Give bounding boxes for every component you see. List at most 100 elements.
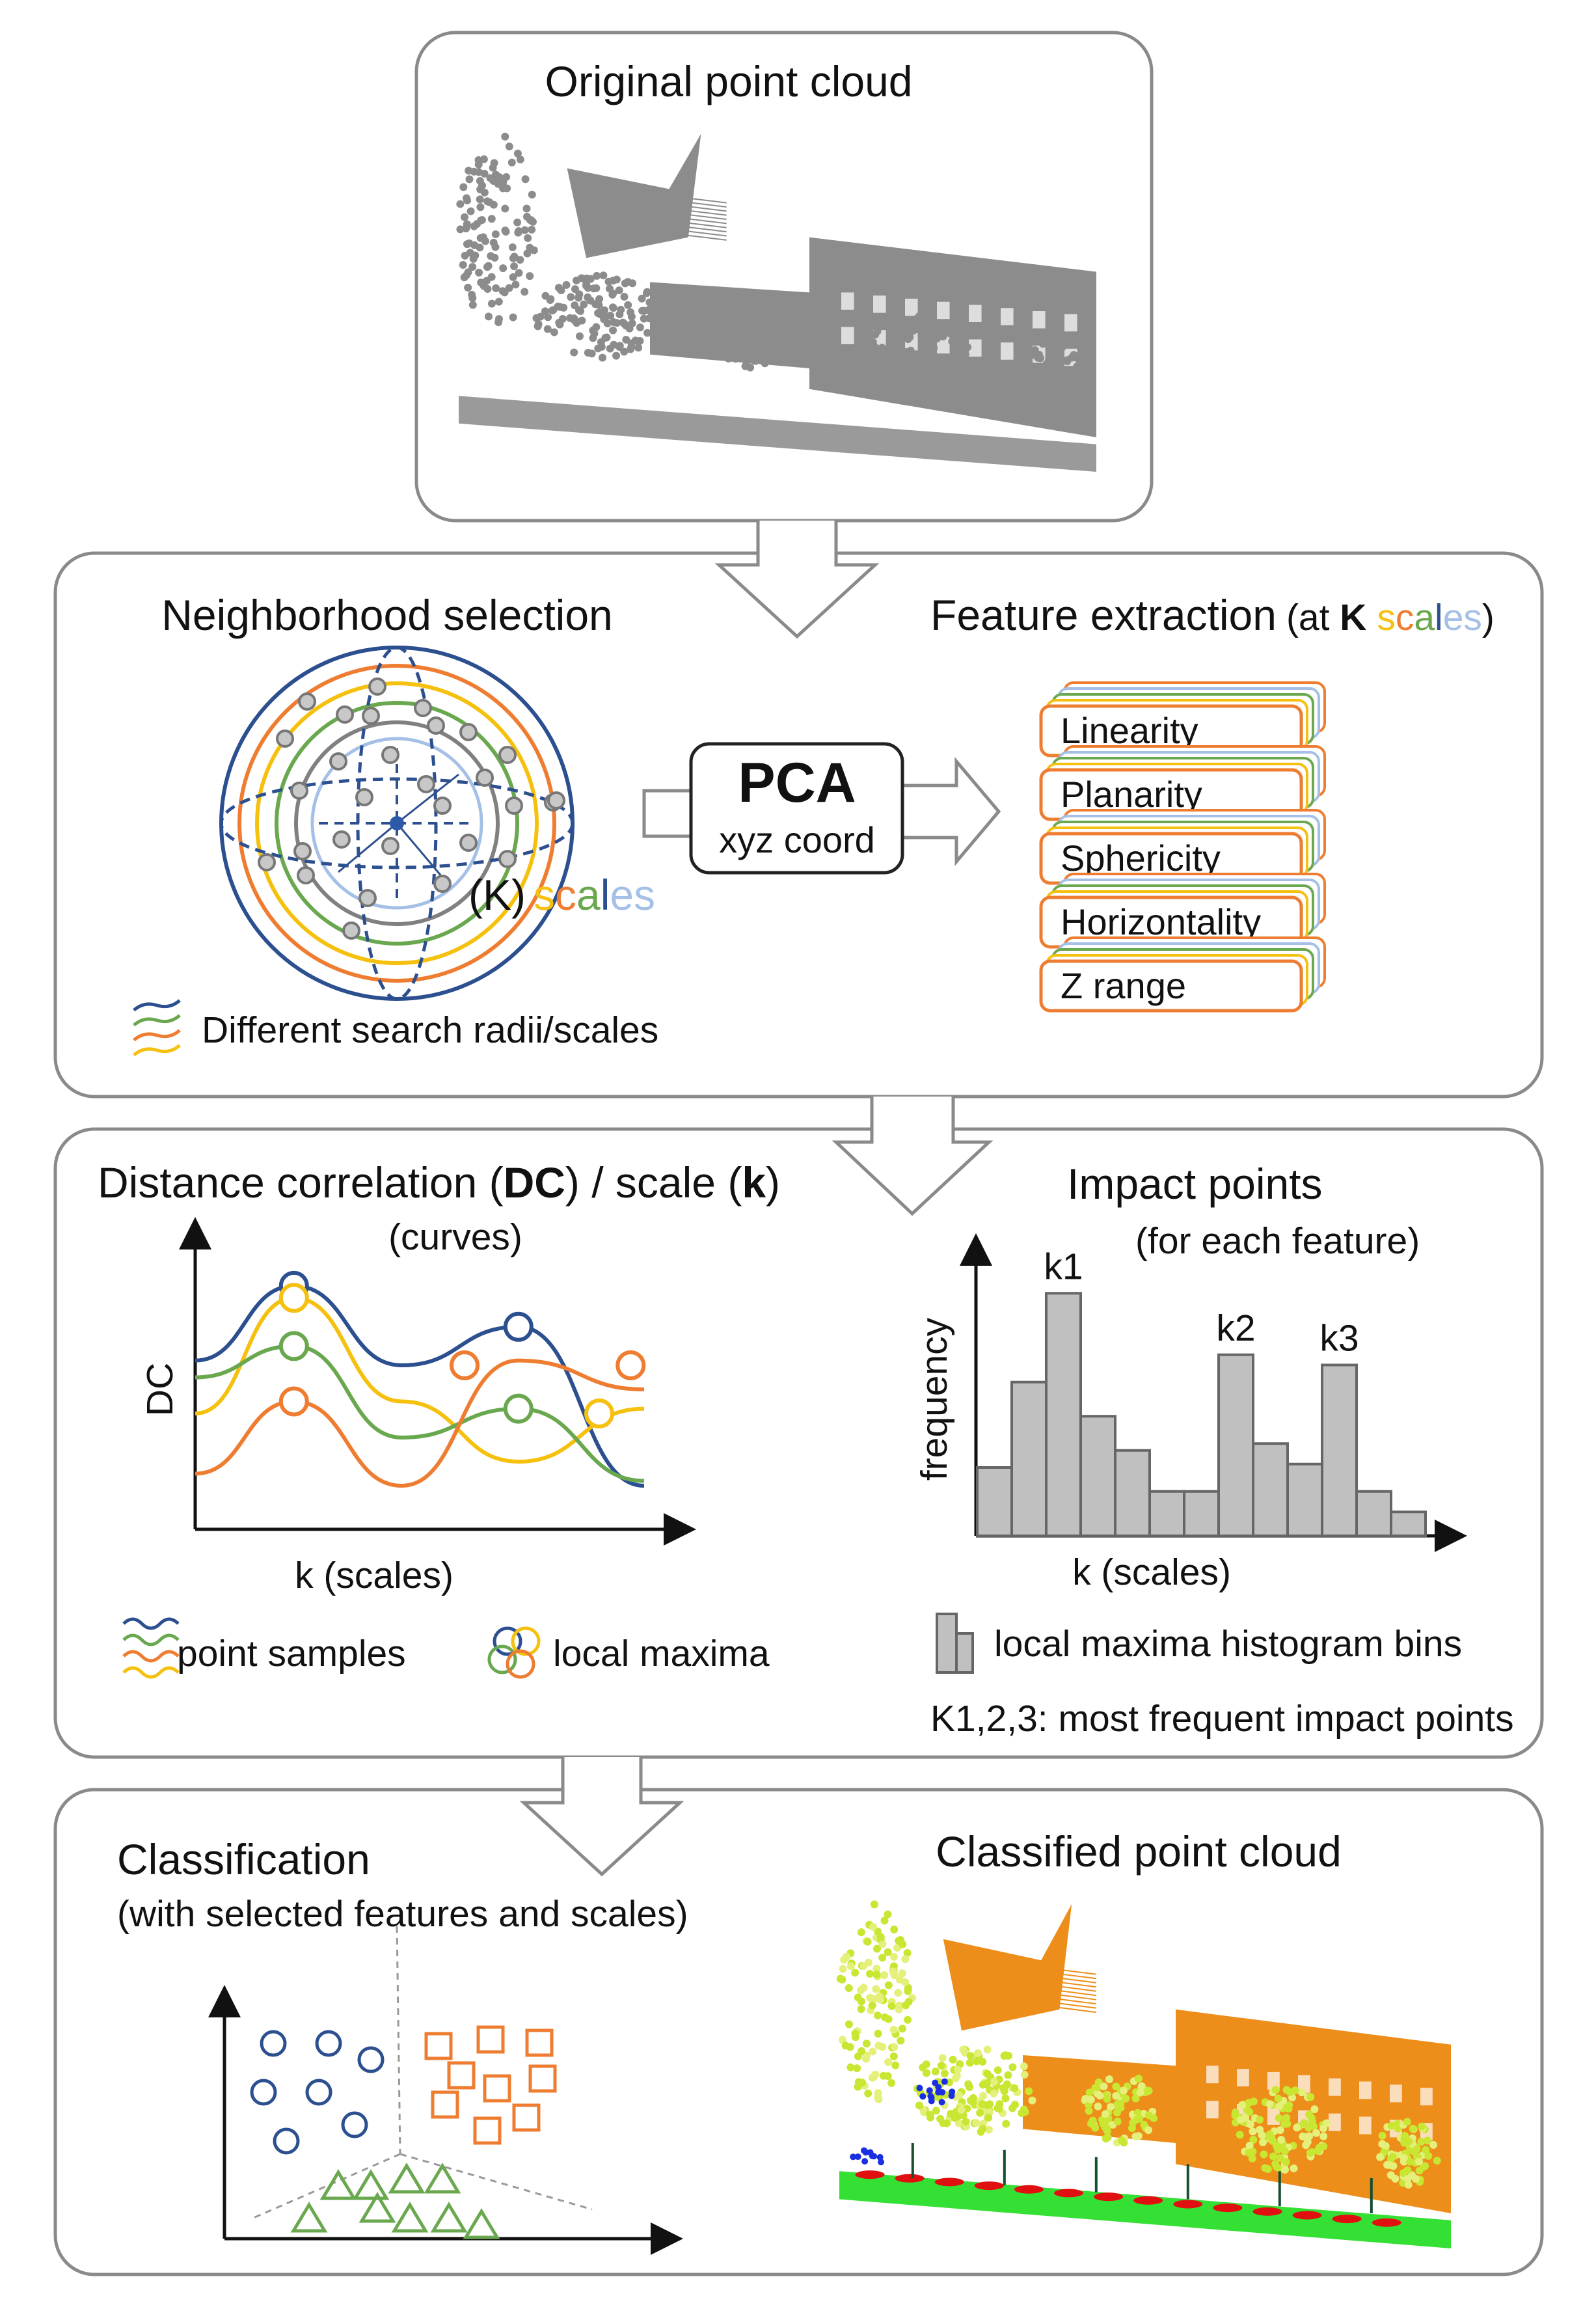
class-triangle-sample (391, 2202, 429, 2233)
neighbor-point (381, 837, 399, 855)
histogram-bar (1355, 1490, 1392, 1537)
hist-x-label: k (scales) (1072, 1551, 1231, 1593)
neighbor-point (459, 723, 478, 741)
feature-box: Linearity (1039, 681, 1326, 758)
dc-local-maximum-point (278, 1283, 309, 1313)
neighbor-point (258, 853, 276, 871)
dc-series-line (195, 1296, 645, 1464)
classification-scatter (208, 1926, 683, 2255)
class-square-sample (512, 2103, 541, 2132)
dc-local-maximum-point (615, 1350, 646, 1380)
neighbor-point (498, 746, 517, 764)
class-square-sample (473, 2116, 502, 2145)
scales-label: scales (534, 871, 655, 919)
histogram-bar (1079, 1415, 1116, 1537)
class-triangle-sample (352, 2169, 390, 2200)
feature-box: Horizontality (1039, 873, 1326, 949)
neighbor-point (433, 797, 452, 815)
histogram-bins-icon (936, 1613, 974, 1674)
histogram-bar (1390, 1510, 1427, 1537)
class-square-sample (424, 2032, 453, 2060)
dc-curve-chart (179, 1217, 696, 1546)
search-radii-legend-icon (133, 999, 181, 1057)
neighbor-point (332, 830, 351, 849)
histogram-bar (1321, 1363, 1358, 1537)
wavy-lines-icon (122, 1617, 180, 1679)
class-circle-sample (305, 2079, 332, 2106)
neighbor-point (293, 842, 312, 860)
scales-letter: l (601, 871, 610, 919)
dc-local-maximum-point (278, 1331, 309, 1361)
histogram-bar (1045, 1292, 1082, 1537)
neighbor-point (297, 866, 315, 884)
feature-extraction-title: Feature extraction(at K scales) (930, 591, 1495, 639)
feature-label: Z range (1061, 965, 1186, 1006)
class-square-sample (525, 2028, 554, 2057)
pca-title: PCA (738, 752, 856, 814)
histogram-bar (1114, 1449, 1151, 1537)
neighbor-point (414, 699, 432, 717)
scales-letter: a (576, 871, 601, 919)
neighborhood-title: Neighborhood selection (161, 591, 612, 639)
hist-y-label: frequency (913, 1317, 955, 1481)
dc-local-maximum-point (450, 1350, 480, 1380)
stage1-title: Original point cloud (545, 57, 913, 105)
class-square-sample (483, 2074, 511, 2103)
neighbor-point (433, 875, 452, 893)
neighbor-point (355, 788, 373, 806)
scales-letter: l (1435, 597, 1443, 638)
feature-label: Linearity (1061, 710, 1198, 751)
neighbor-point (362, 707, 380, 725)
peak-label: k3 (1319, 1318, 1359, 1359)
original-point-cloud-image (456, 132, 1096, 472)
class-circle-sample (273, 2127, 300, 2155)
stage4-panel (53, 1788, 1544, 2276)
class-circle-sample (315, 2030, 342, 2057)
class-circle-sample (250, 2079, 277, 2106)
histogram-bar (976, 1466, 1013, 1537)
class-triangle-sample (463, 2208, 500, 2239)
feature-label: Horizontality (1061, 901, 1261, 942)
class-triangle-sample (388, 2163, 426, 2194)
dc-series-line (195, 1344, 645, 1483)
dc-series-line (195, 1283, 645, 1488)
scales-letter: c (555, 871, 576, 919)
neighbor-point (476, 769, 494, 787)
feature-label: Sphericity (1061, 838, 1221, 879)
pca-box (689, 742, 904, 875)
classification-title: Classification (117, 1835, 370, 1883)
class-circle-sample (260, 2030, 287, 2057)
neighbor-point (505, 797, 523, 815)
legend-point-samples: point samples (177, 1633, 406, 1674)
neighbor-point (329, 752, 347, 771)
dc-local-maximum-point (278, 1386, 309, 1417)
feature-box: Z range (1039, 936, 1326, 1013)
peak-label: k1 (1044, 1246, 1083, 1287)
dc-local-maximum-point (503, 1393, 534, 1424)
neighbor-point (368, 677, 386, 696)
class-square-sample (431, 2090, 459, 2119)
classified-title: Classified point cloud (936, 1827, 1342, 1876)
peak-label: k2 (1216, 1307, 1255, 1349)
down-arrow-3 (519, 1757, 684, 1877)
stage3-panel (53, 1127, 1544, 1759)
scales-letter: e (610, 871, 634, 919)
k-label: (K) (468, 871, 526, 919)
class-circle-sample (341, 2111, 368, 2138)
legend-local-maxima: local maxima (553, 1633, 770, 1674)
class-circle-sample (357, 2046, 385, 2073)
overlapping-circles-icon (487, 1626, 541, 1679)
histogram-bar (1010, 1380, 1048, 1537)
scales-letter: e (1443, 597, 1464, 638)
class-triangle-sample (290, 2202, 328, 2233)
neighbor-point (427, 717, 445, 735)
class-triangle-sample (319, 2169, 357, 2200)
pca-sub: xyz coord (719, 819, 875, 860)
feature-box: Sphericity (1039, 809, 1326, 885)
histogram-bar (1148, 1490, 1185, 1537)
neighbor-point (342, 921, 360, 940)
dc-subtitle: (curves) (388, 1216, 522, 1258)
dc-series-line (195, 1358, 645, 1488)
legend-histogram-bins: local maxima histogram bins (994, 1623, 1462, 1665)
